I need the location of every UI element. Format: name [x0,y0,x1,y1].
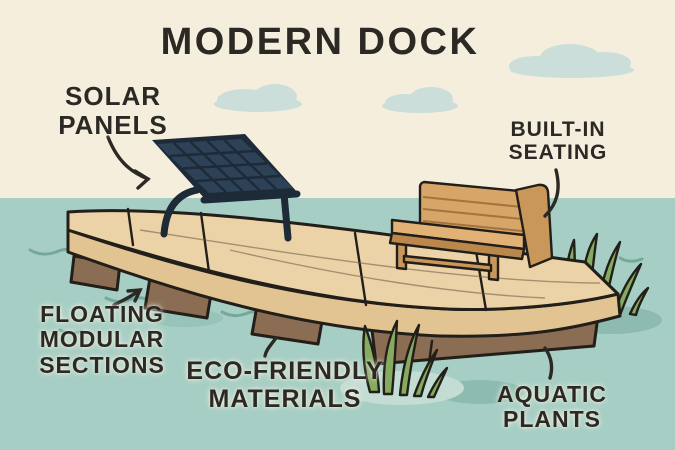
solar-panel [152,134,301,242]
sky [0,0,675,198]
label-line: MODULAR [39,326,165,353]
label-built-in-seating: BUILT-IN SEATING [509,118,608,164]
page-title: MODERN DOCK [160,21,480,63]
label-line: PLANTS [503,406,601,433]
solar-panel-grid [169,139,281,193]
label-line: SEATING [508,141,608,165]
solar-panel-leg [280,190,292,242]
label-line: PANELS [58,109,168,140]
label-aquatic-plants: AQUATIC PLANTS [496,381,608,433]
aquatic-pointer-line [543,346,554,380]
cloud-icon [214,84,302,112]
seating-pointer-line [543,168,560,218]
bench-rail [402,254,493,273]
deck-plank-lines [126,207,601,312]
label-line: SECTIONS [39,351,165,378]
label-line: AQUATIC [496,381,608,407]
label-line: MATERIALS [208,384,362,413]
solar-panel-rail [200,190,301,204]
pointer-arrows [106,135,560,380]
cloud-icon [509,44,634,78]
bench-seat-edge [388,231,526,261]
floating-sections-arrow [112,288,143,307]
bench-side-panel [514,183,554,269]
cloud-icon [382,87,458,113]
label-line: SOLAR [65,81,161,111]
bench [388,180,554,282]
label-eco-friendly-materials: ECO-FRIENDLY MATERIALS [186,357,384,413]
solar-panel-leg [160,186,201,238]
bench-backrest-slats [422,196,523,232]
dock [66,207,622,366]
eco-pointer-line [263,336,278,358]
solar-panels-arrow [106,135,151,190]
label-line: BUILT-IN [510,118,606,141]
label-floating-modular-sections: FLOATING MODULAR SECTIONS [39,301,165,378]
aquatic-plants-front [362,319,449,399]
label-line: FLOATING [40,301,164,327]
label-solar-panels: SOLAR PANELS [58,82,168,139]
label-line: ECO-FRIENDLY [186,357,384,385]
